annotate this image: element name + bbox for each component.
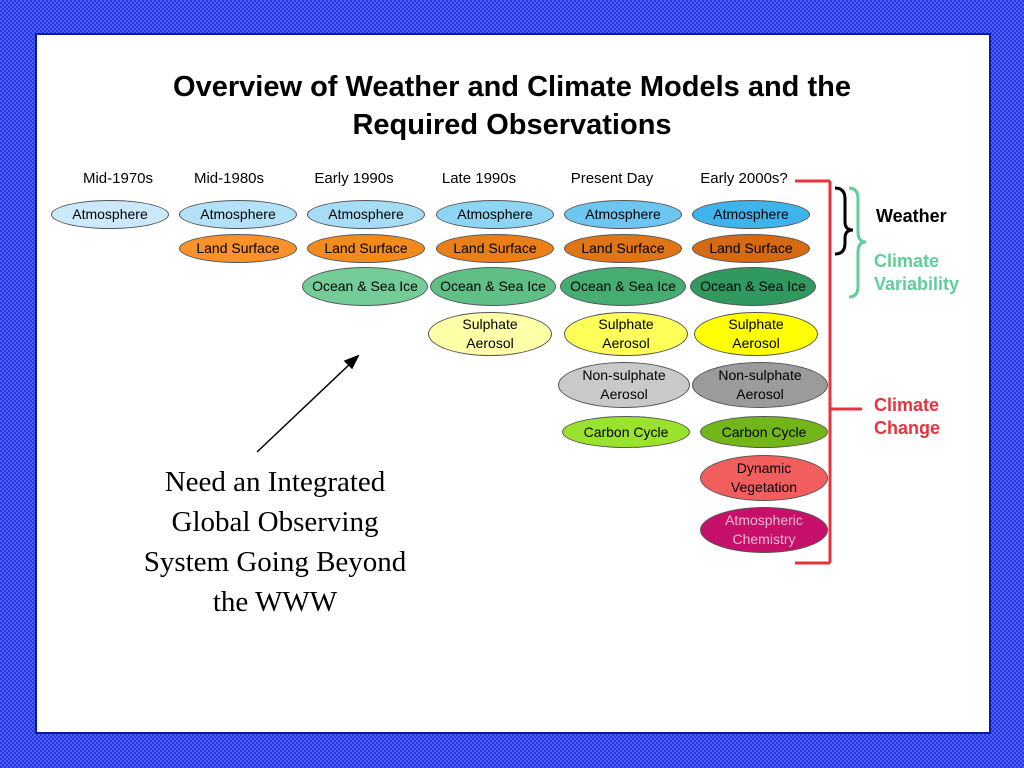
note-line-1: Need an Integrated	[164, 466, 386, 498]
carbon-cycle-present-day: Carbon Cycle	[562, 416, 690, 448]
title-line-2: Required Observations	[352, 109, 672, 141]
ocean-sea-ice-present-day: Ocean & Sea Ice	[560, 267, 686, 306]
dynamic-label-line2: Vegetation	[730, 479, 798, 495]
sulphate-label-line1: Sulphate	[728, 316, 784, 332]
sulphate-label-line2: Aerosol	[466, 335, 514, 351]
land-surface-mid-1980s: Land Surface	[179, 234, 297, 263]
climate-variability-line2: Variability	[874, 274, 960, 294]
atmosphere-mid-1970s: Atmosphere	[51, 200, 169, 229]
sulphate-label-line1: Sulphate	[598, 316, 654, 332]
land-surface-early-1990s: Land Surface	[307, 234, 425, 263]
era-early-2000s: Early 2000s?	[700, 170, 788, 187]
weather-brace	[834, 186, 854, 256]
nonsulphate-label-line1: Non-sulphate	[718, 367, 802, 383]
climate-change-line2: Change	[874, 418, 941, 438]
chemistry-label-line2: Chemistry	[732, 531, 796, 547]
climate-change-label: Climate Change	[874, 394, 940, 440]
nonsulphate-label-line2: Aerosol	[736, 386, 784, 402]
chemistry-label-line1: Atmospheric	[725, 512, 803, 528]
atmosphere-late-1990s: Atmosphere	[436, 200, 554, 229]
weather-label: Weather	[876, 206, 947, 226]
climate-variability-label: Climate Variability	[874, 250, 959, 296]
ocean-sea-ice-early-1990s: Ocean & Sea Ice	[302, 267, 428, 306]
slide-title: Overview of Weather and Climate Models a…	[60, 68, 964, 144]
era-mid-1970s: Mid-1970s	[82, 170, 154, 187]
note-line-2: Global Observing	[171, 506, 379, 538]
dynamic-label-line1: Dynamic	[736, 460, 792, 476]
ocean-sea-ice-late-1990s: Ocean & Sea Ice	[430, 267, 556, 306]
climate-variability-brace	[848, 186, 867, 299]
note-line-4: the WWW	[212, 586, 338, 618]
ocean-sea-ice-early-2000s: Ocean & Sea Ice	[690, 267, 816, 306]
era-late-1990s: Late 1990s	[441, 170, 517, 187]
atmosphere-present-day: Atmosphere	[564, 200, 682, 229]
title-line-1: Overview of Weather and Climate Models a…	[173, 71, 851, 103]
land-surface-present-day: Land Surface	[564, 234, 682, 263]
carbon-cycle-early-2000s: Carbon Cycle	[700, 416, 828, 448]
era-early-1990s: Early 1990s	[314, 170, 394, 187]
sulphate-label-line2: Aerosol	[732, 335, 780, 351]
nonsulphate-label-line2: Aerosol	[600, 386, 648, 402]
land-surface-late-1990s: Land Surface	[436, 234, 554, 263]
sulphate-label-line1: Sulphate	[462, 316, 518, 332]
era-mid-1980s: Mid-1980s	[193, 170, 265, 187]
climate-change-line1: Climate	[874, 395, 940, 415]
sulphate-label-line2: Aerosol	[602, 335, 650, 351]
era-present-day: Present Day	[570, 170, 654, 187]
atmosphere-early-2000s: Atmosphere	[692, 200, 810, 229]
note-line-3: System Going Beyond	[143, 546, 407, 578]
land-surface-early-2000s: Land Surface	[692, 234, 810, 263]
atmosphere-early-1990s: Atmosphere	[307, 200, 425, 229]
climate-variability-line1: Climate	[874, 251, 940, 271]
integrated-observing-note: Need an Integrated Global Observing Syst…	[110, 462, 440, 622]
nonsulphate-label-line1: Non-sulphate	[582, 367, 666, 383]
climate-change-bracket	[795, 179, 862, 565]
atmosphere-mid-1980s: Atmosphere	[179, 200, 297, 229]
pointer-arrow	[256, 354, 360, 453]
